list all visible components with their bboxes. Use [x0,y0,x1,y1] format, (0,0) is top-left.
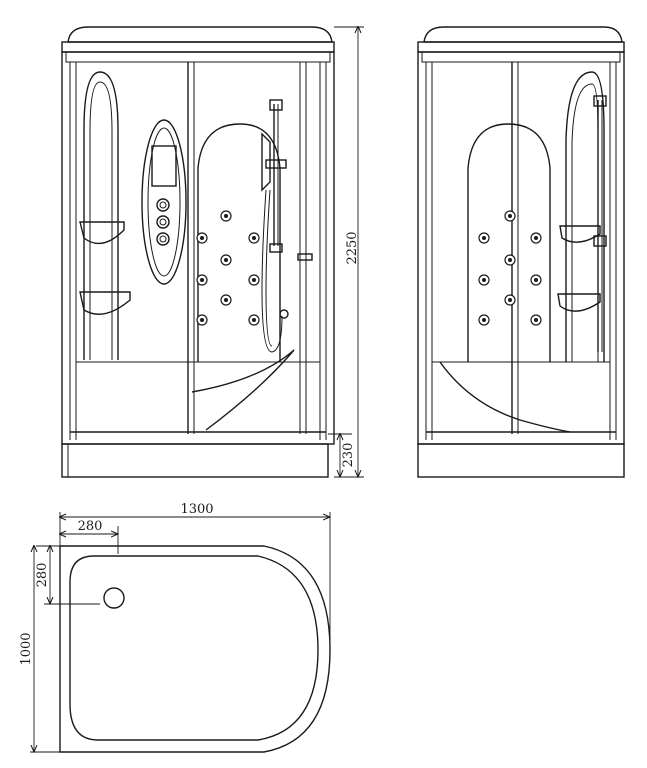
front-elevation-view [61,26,335,478]
shower-hose [261,189,283,353]
side-roof-cap [423,26,623,43]
massage-jets [196,210,542,326]
shower-handset [261,132,271,192]
massage-jet-core [534,318,538,322]
side-roof-frame [417,41,625,53]
massage-jet-core [224,298,228,302]
side-massage-backrest [467,123,551,362]
massage-jet-core [508,214,512,218]
front-roof-frame [61,41,335,53]
front-seat-curve [191,349,295,431]
front-door-handle [297,253,313,261]
tray-outer-outline [59,545,331,753]
tray-width-label: 1300 [180,502,213,517]
tray-depth-label: 1000 [19,632,34,665]
massage-jet-core [508,258,512,262]
front-base-skirt [61,443,329,478]
massage-jet-core [482,318,486,322]
control-knob [156,198,170,212]
corner-depth-label: 280 [35,563,50,588]
total-height-label: 2250 [345,231,360,264]
massage-jet-core [482,236,486,240]
massage-jet-core [534,278,538,282]
massage-jet-core [252,278,256,282]
side-cabin-frame [417,51,625,445]
side-corner-shelf-upper [559,225,601,243]
side-corner-shelf-lower [557,293,601,312]
massage-jet-core [482,278,486,282]
control-knob [156,215,170,229]
tray-plan-view [59,545,331,753]
dimension-lines: 2250 230 1300 280 280 1000 [19,27,364,752]
front-roof-cap [67,26,333,43]
massage-jet-core [252,318,256,322]
massage-jet-core [224,258,228,262]
front-massage-backrest [197,123,281,362]
control-panel-display [151,145,177,187]
massage-jet-core [200,236,204,240]
front-corner-shelf-upper [79,221,125,245]
massage-jet-core [508,298,512,302]
side-seat-curve [439,361,571,433]
control-knob [156,232,170,246]
tray-inner-outline [69,555,319,741]
side-base-skirt [417,443,625,478]
massage-jet-core [200,278,204,282]
corner-width-label: 280 [78,519,103,534]
massage-jet-core [200,318,204,322]
front-corner-shelf-lower [79,291,131,315]
front-control-panel-oval [141,119,187,285]
side-elevation-view [417,26,625,478]
massage-jet-core [224,214,228,218]
tray-drain [103,587,125,609]
massage-jet-core [252,236,256,240]
base-height-label: 230 [341,443,356,468]
massage-jet-core [534,236,538,240]
front-left-oval-panel [83,71,119,360]
